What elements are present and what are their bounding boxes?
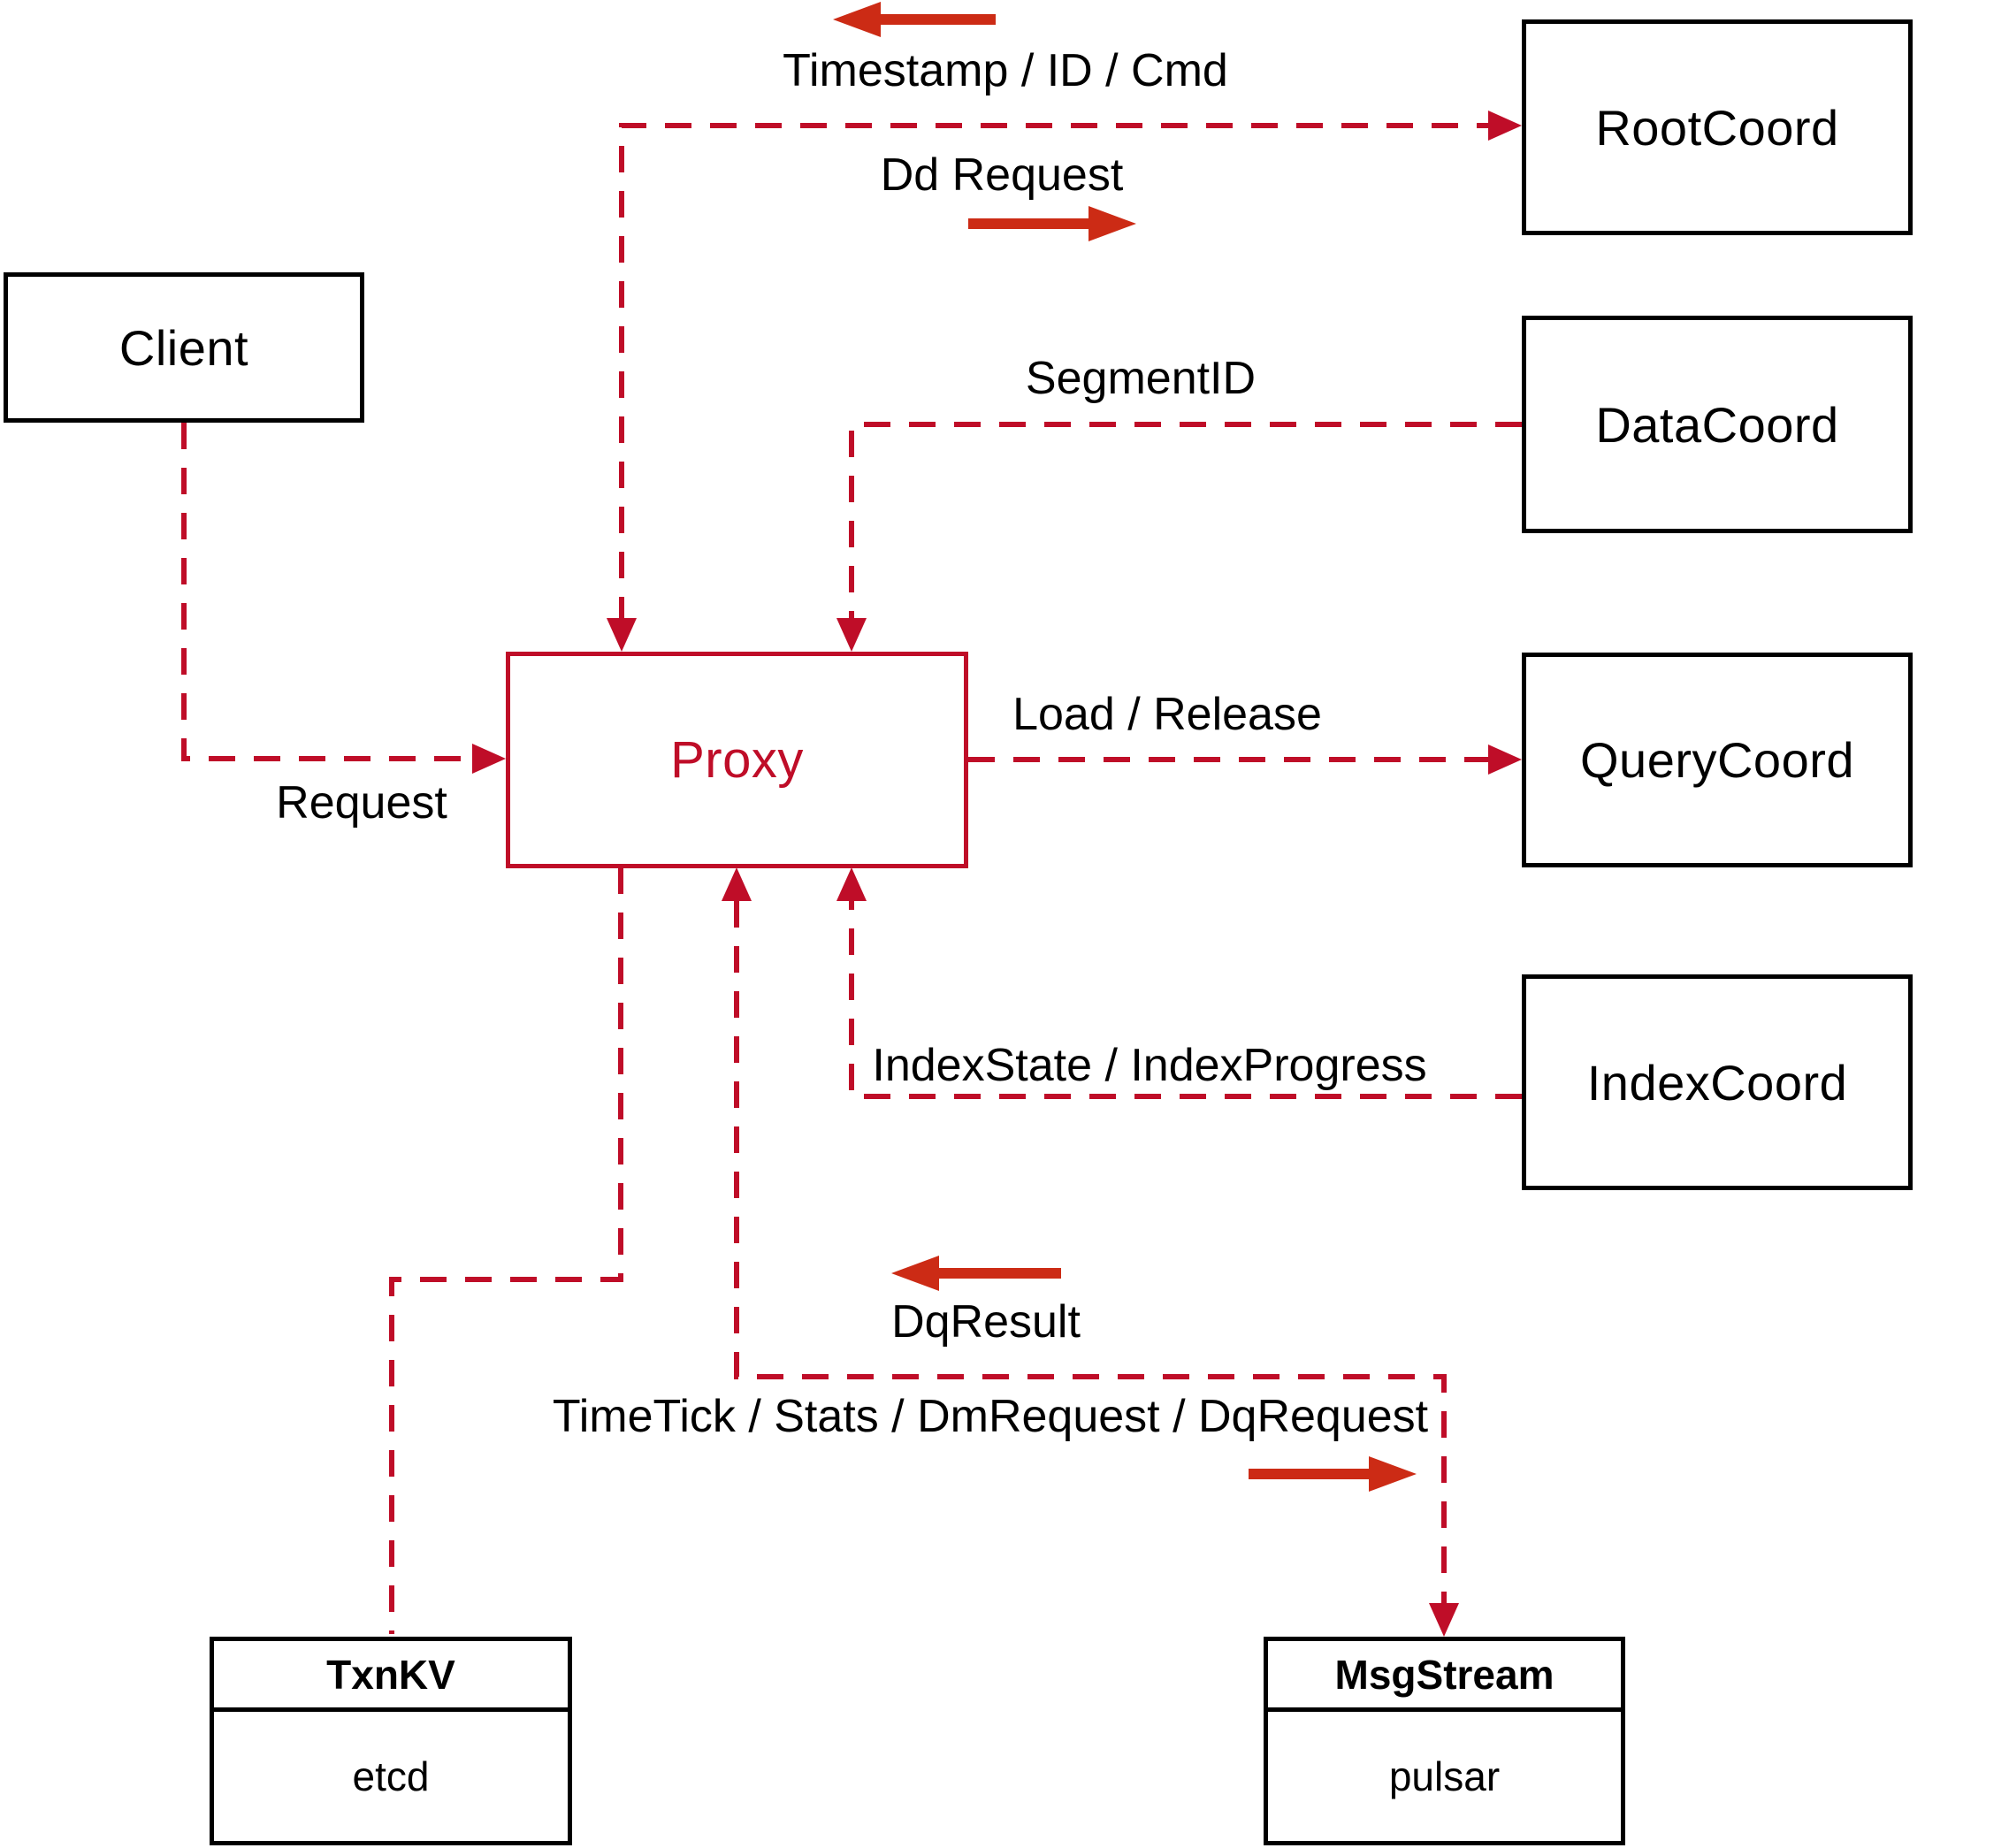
msgstream-arrowhead — [1429, 1603, 1459, 1637]
dd-request-direction-arrow — [968, 206, 1136, 241]
edge-label-segment-id: SegmentID — [1025, 353, 1257, 404]
proxy-top-right-arrowhead — [836, 618, 867, 652]
client-proxy-line — [181, 423, 472, 761]
edge-label-dd-request: Dd Request — [880, 149, 1124, 201]
timestamp-direction-arrow — [833, 2, 996, 37]
indexcoord-node: IndexCoord — [1522, 974, 1913, 1190]
msgstream-impl: pulsar — [1388, 1753, 1501, 1799]
msgstream-title: MsgStream — [1268, 1641, 1621, 1712]
indexcoord-label: IndexCoord — [1586, 1054, 1848, 1111]
txnkv-impl: etcd — [352, 1753, 430, 1799]
querycoord-label: QueryCoord — [1579, 732, 1855, 788]
proxy-node: Proxy — [506, 652, 968, 868]
proxy-bottom-left-arrowhead — [722, 867, 752, 901]
proxy-label: Proxy — [670, 731, 804, 789]
datacoord-proxy-line — [849, 422, 1522, 618]
proxy-rootcoord-line — [619, 123, 1488, 623]
proxy-txnkv-line — [389, 867, 623, 1634]
edge-label-index-state: IndexState / IndexProgress — [872, 1040, 1427, 1091]
querycoord-arrowhead — [1488, 745, 1522, 775]
rootcoord-arrowhead — [1488, 111, 1522, 141]
rootcoord-node: RootCoord — [1522, 19, 1913, 235]
rootcoord-label: RootCoord — [1595, 99, 1839, 156]
datacoord-node: DataCoord — [1522, 316, 1913, 533]
msgstream-node: MsgStream pulsar — [1264, 1637, 1625, 1845]
proxy-bottom-right-arrowhead — [836, 867, 867, 901]
txnkv-node: TxnKV etcd — [210, 1637, 572, 1845]
timetick-direction-arrow — [1249, 1456, 1417, 1492]
edge-label-request: Request — [276, 777, 447, 829]
client-node: Client — [4, 272, 364, 423]
edge-label-timestamp: Timestamp / ID / Cmd — [783, 45, 1228, 96]
proxy-msgstream-line — [734, 901, 1447, 1603]
querycoord-node: QueryCoord — [1522, 653, 1913, 867]
edge-label-load-release: Load / Release — [1012, 689, 1322, 740]
edge-label-dq-result: DqResult — [891, 1296, 1081, 1348]
proxy-left-arrowhead — [472, 744, 506, 774]
txnkv-title: TxnKV — [214, 1641, 568, 1712]
edge-label-timetick: TimeTick / Stats / DmRequest / DqRequest — [552, 1391, 1429, 1442]
proxy-top-left-arrowhead — [607, 618, 637, 652]
client-label: Client — [118, 319, 249, 376]
dq-result-direction-arrow — [891, 1256, 1061, 1291]
datacoord-label: DataCoord — [1595, 396, 1839, 453]
